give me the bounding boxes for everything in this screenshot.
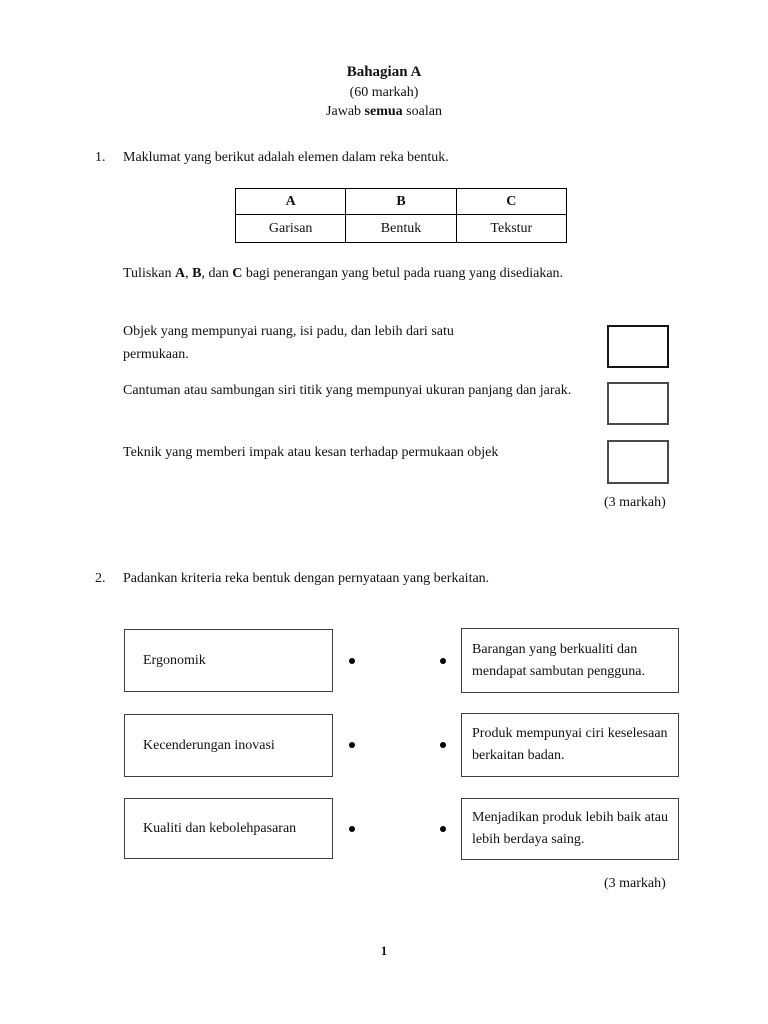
fill-instruction-part: , dan — [201, 266, 233, 281]
section-total-marks: (60 markah) — [349, 85, 419, 100]
table-header-cell-b: B — [345, 188, 457, 215]
q2-marks: (3 markah) — [604, 876, 666, 891]
match-dot-left-2 — [349, 742, 355, 748]
table-value-row: Garisan Bentuk Tekstur — [234, 214, 568, 243]
match-dot-right-3 — [440, 826, 446, 832]
match-dot-left-3 — [349, 826, 355, 832]
table-cell-garisan: Garisan — [234, 214, 347, 243]
q2-criteria-box-1: Ergonomik — [124, 629, 333, 692]
criteria-label: Kualiti dan kebolehpasaran — [143, 820, 297, 836]
table-cell-bentuk: Bentuk — [345, 214, 457, 243]
q1-elements-table: A B C Garisan Bentuk Tekstur — [234, 188, 568, 243]
match-dot-right-1 — [440, 658, 446, 664]
q1-fill-instruction: Tuliskan A, B, dan C bagi penerangan yan… — [123, 266, 563, 282]
q1-marks: (3 markah) — [604, 495, 666, 510]
table-header-cell-a: A — [234, 188, 347, 215]
q1-answer-box-3 — [607, 440, 669, 484]
section-title: Bahagian A — [346, 64, 422, 80]
q1-number: 1. — [95, 150, 106, 165]
fill-instruction-letter-a: A — [175, 266, 186, 281]
criteria-label: Ergonomik — [143, 652, 206, 668]
match-dot-right-2 — [440, 742, 446, 748]
table-cell-tekstur: Tekstur — [455, 214, 568, 243]
table-header-cell-c: C — [455, 188, 568, 215]
section-instruction: Jawab semua soalan — [0, 104, 768, 120]
statement-label: Barangan yang berkualiti dan mendapat sa… — [472, 641, 646, 679]
q1-answer-box-1 — [607, 325, 669, 368]
match-dot-left-1 — [349, 658, 355, 664]
q1-answer-box-2 — [607, 382, 669, 425]
instruction-part: Jawab — [326, 104, 365, 119]
q1-prompt: Maklumat yang berikut adalah elemen dala… — [123, 150, 449, 165]
criteria-label: Kecenderungan inovasi — [143, 737, 275, 753]
q2-number: 2. — [95, 571, 106, 586]
fill-instruction-letter-c: C — [232, 266, 243, 281]
table-header-row: A B C — [234, 188, 568, 215]
q2-statement-box-1: Barangan yang berkualiti dan mendapat sa… — [461, 628, 679, 693]
instruction-part: soalan — [402, 104, 442, 119]
instruction-bold-word: semua — [364, 104, 403, 119]
statement-label: Menjadikan produk lebih baik atau lebih … — [472, 810, 668, 847]
q1-statement-2: Cantuman atau sambungan siri titik yang … — [123, 383, 572, 398]
q2-criteria-box-2: Kecenderungan inovasi — [124, 714, 333, 777]
statement-label: Produk mempunyai ciri keselesaan berkait… — [472, 726, 668, 763]
fill-instruction-letter-b: B — [192, 266, 202, 281]
page-number: 1 — [380, 944, 388, 958]
fill-instruction-part: , — [185, 266, 193, 281]
fill-instruction-part: bagi penerangan yang betul pada ruang ya… — [242, 266, 564, 281]
q2-criteria-box-3: Kualiti dan kebolehpasaran — [124, 798, 333, 859]
q2-prompt: Padankan kriteria reka bentuk dengan per… — [123, 571, 490, 586]
fill-instruction-part: Tuliskan — [123, 266, 176, 281]
q1-statement-1: Objek yang mempunyai ruang, isi padu, da… — [123, 324, 454, 362]
q2-statement-box-2: Produk mempunyai ciri keselesaan berkait… — [461, 713, 679, 777]
q2-statement-box-3: Menjadikan produk lebih baik atau lebih … — [461, 798, 679, 860]
q1-statement-3: Teknik yang memberi impak atau kesan ter… — [123, 445, 499, 460]
